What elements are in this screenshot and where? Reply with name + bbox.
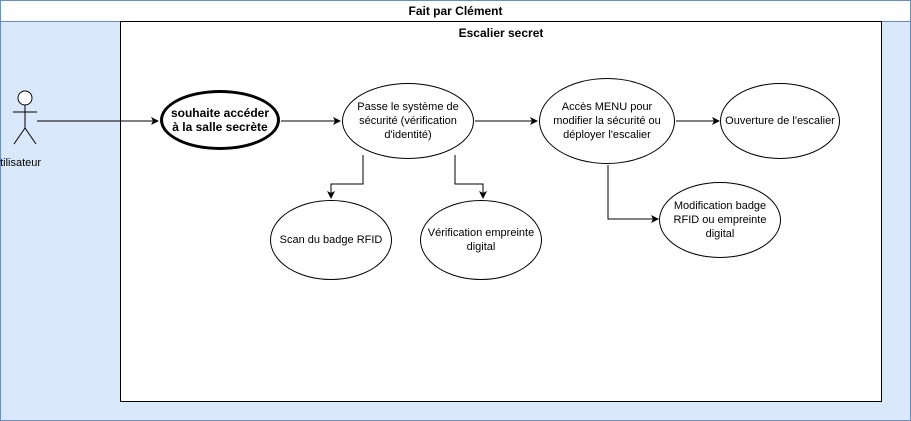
- node-ouverture: Ouverture de l'escalier: [720, 83, 840, 159]
- node-empreinte: Vérification empreinte digital: [420, 200, 542, 280]
- node-souhaite: souhaite accéder à la salle secrète: [160, 90, 280, 150]
- node-badge: Scan du badge RFID: [270, 200, 392, 280]
- actor-icon: [13, 90, 37, 145]
- edge-menu-modification: [607, 165, 659, 223]
- system-title: Escalier secret: [458, 26, 544, 40]
- edge-securite-badge: [327, 155, 364, 199]
- node-securite: Passe le système de sécurité (vérificati…: [342, 83, 474, 159]
- edge-securite-empreinte: [454, 155, 487, 199]
- node-modification: Modification badge RFID ou empreinte dig…: [659, 182, 781, 258]
- actor-label: utilisateur: [0, 157, 42, 169]
- node-menu: Accès MENU pour modifier la sécurité ou …: [539, 78, 675, 164]
